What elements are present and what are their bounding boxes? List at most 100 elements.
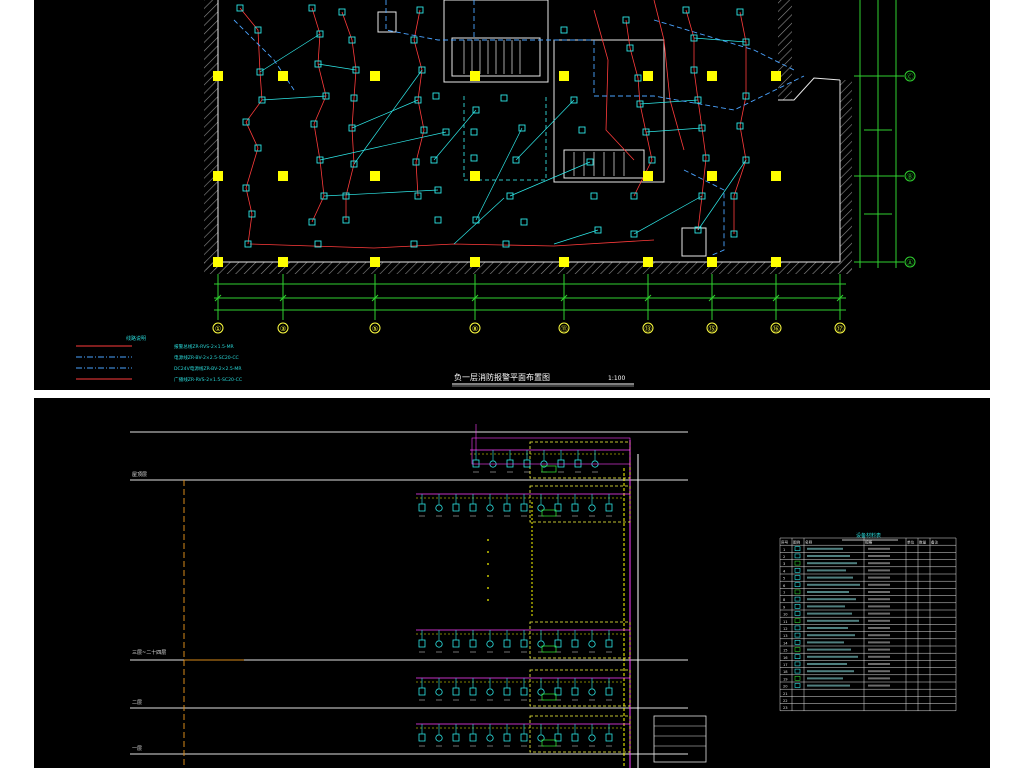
table-spec-placeholder: [868, 641, 890, 644]
column-marker: [470, 171, 480, 181]
continuation-dot: [487, 599, 489, 601]
axis-tick: [644, 294, 652, 302]
smoke-detector-icon: [350, 94, 358, 102]
table-name-placeholder: [807, 569, 846, 572]
table-symbol-icon: [794, 546, 801, 551]
table-spec-placeholder: [868, 670, 890, 673]
table-spec-placeholder: [868, 655, 890, 658]
column-marker: [643, 171, 653, 181]
column-marker: [559, 71, 569, 81]
smoke-detector-icon: [690, 34, 698, 42]
column-marker: [470, 71, 480, 81]
axis-label-y: Ⓑ: [907, 173, 914, 181]
device-symbol: [435, 504, 443, 512]
axis-bubble-y: Ⓐ: [896, 256, 916, 268]
device-symbol: [418, 503, 426, 512]
smoke-detector-icon: [742, 156, 750, 164]
legend-heading: 线路说明: [126, 335, 146, 342]
detector-link-line: [317, 63, 357, 71]
wiring-legend: 线路说明 报警总线ZR-RVS-2×1.5-MR电源线ZR-BV-2×2.5-S…: [76, 335, 242, 383]
smoke-detector-icon: [622, 16, 630, 24]
axis-tick: [836, 294, 844, 302]
smoke-detector-icon: [626, 44, 634, 52]
table-row-number: 22: [783, 699, 788, 703]
table-symbol-icon: [794, 618, 801, 623]
smoke-detector-icon: [434, 186, 442, 194]
table-row-number: 20: [783, 685, 788, 689]
alarm-bus-line: [341, 11, 357, 220]
column-marker: [707, 71, 717, 81]
device-symbol: [520, 503, 528, 512]
detector-link-line: [353, 69, 423, 165]
table-row-number: 13: [783, 634, 788, 638]
smoke-detector-icon: [520, 218, 528, 226]
module-symbol: [541, 509, 557, 517]
table-symbol-icon: [794, 675, 801, 681]
axis-tick: [708, 294, 716, 302]
axis-label-y: Ⓒ: [907, 73, 914, 81]
device-symbol: [435, 640, 443, 648]
smoke-detector-icon: [698, 192, 706, 200]
table-spec-placeholder: [868, 677, 890, 680]
column-marker: [278, 257, 288, 267]
table-symbol-icon: [794, 575, 801, 580]
table-name-placeholder: [807, 598, 856, 601]
table-spec-placeholder: [868, 569, 890, 572]
table-row-number: 11: [783, 620, 788, 624]
smoke-detector-icon: [512, 156, 520, 164]
axis-tick: [371, 294, 379, 302]
column-marker: [213, 257, 223, 267]
device-symbol: [537, 734, 545, 742]
device-symbol: [503, 503, 511, 512]
column-marker: [470, 257, 480, 267]
axis-bubble-x: ⑤: [369, 322, 381, 334]
detector-link-line: [319, 131, 447, 161]
axis-ticks: [214, 274, 844, 320]
table-row-number: 10: [783, 613, 788, 617]
table-spec-placeholder: [868, 598, 890, 601]
smoke-detector-icon: [348, 36, 356, 44]
continuation-dot: [487, 539, 489, 541]
plan-title: 负一层消防报警平面布置图: [454, 372, 550, 382]
smoke-detector-icon: [430, 156, 438, 164]
smoke-detector-icon: [316, 156, 324, 164]
continuation-dot: [487, 587, 489, 589]
smoke-detector-icon: [694, 226, 702, 234]
smoke-detector-icon: [634, 74, 642, 82]
table-title: 设备材料表: [856, 532, 881, 539]
table-row-number: 8: [783, 598, 786, 602]
floor-branch: [416, 485, 631, 523]
table-symbol-icon: [794, 568, 801, 573]
device-symbol: [588, 734, 596, 742]
device-symbol: [571, 733, 579, 742]
smoke-detector-icon: [636, 100, 644, 108]
smoke-detector-icon: [322, 92, 330, 100]
smoke-detector-icon: [236, 4, 244, 12]
smoke-detector-icon: [314, 240, 322, 248]
smoke-detector-icon: [308, 4, 316, 12]
table-row-number: 14: [783, 641, 788, 645]
axis-tick: [214, 294, 222, 302]
smoke-detector-icon: [434, 216, 442, 224]
equipment-table: 设备材料表 序号图例名称规格单位数量备注12345678910111213141…: [779, 532, 957, 712]
module-symbol: [541, 465, 557, 473]
detector-link-line: [433, 109, 477, 161]
power-line: [473, 0, 805, 111]
detector-link-line: [639, 99, 699, 105]
smoke-detector-icon: [316, 30, 324, 38]
module-symbol: [541, 693, 557, 701]
table-header-cell: 名称: [805, 540, 813, 545]
smoke-detector-icon: [352, 66, 360, 74]
power-line: [683, 169, 725, 257]
smoke-detector-icon: [742, 92, 750, 100]
smoke-detector-icon: [694, 96, 702, 104]
table-symbol-icon: [794, 596, 801, 602]
smoke-detector-icon: [254, 26, 262, 34]
smoke-detector-icon: [258, 96, 266, 104]
alarm-bus-line: [311, 7, 327, 223]
smoke-detector-icon: [630, 192, 638, 200]
device-symbol: [469, 639, 477, 648]
table-symbol-icon: [794, 625, 801, 631]
